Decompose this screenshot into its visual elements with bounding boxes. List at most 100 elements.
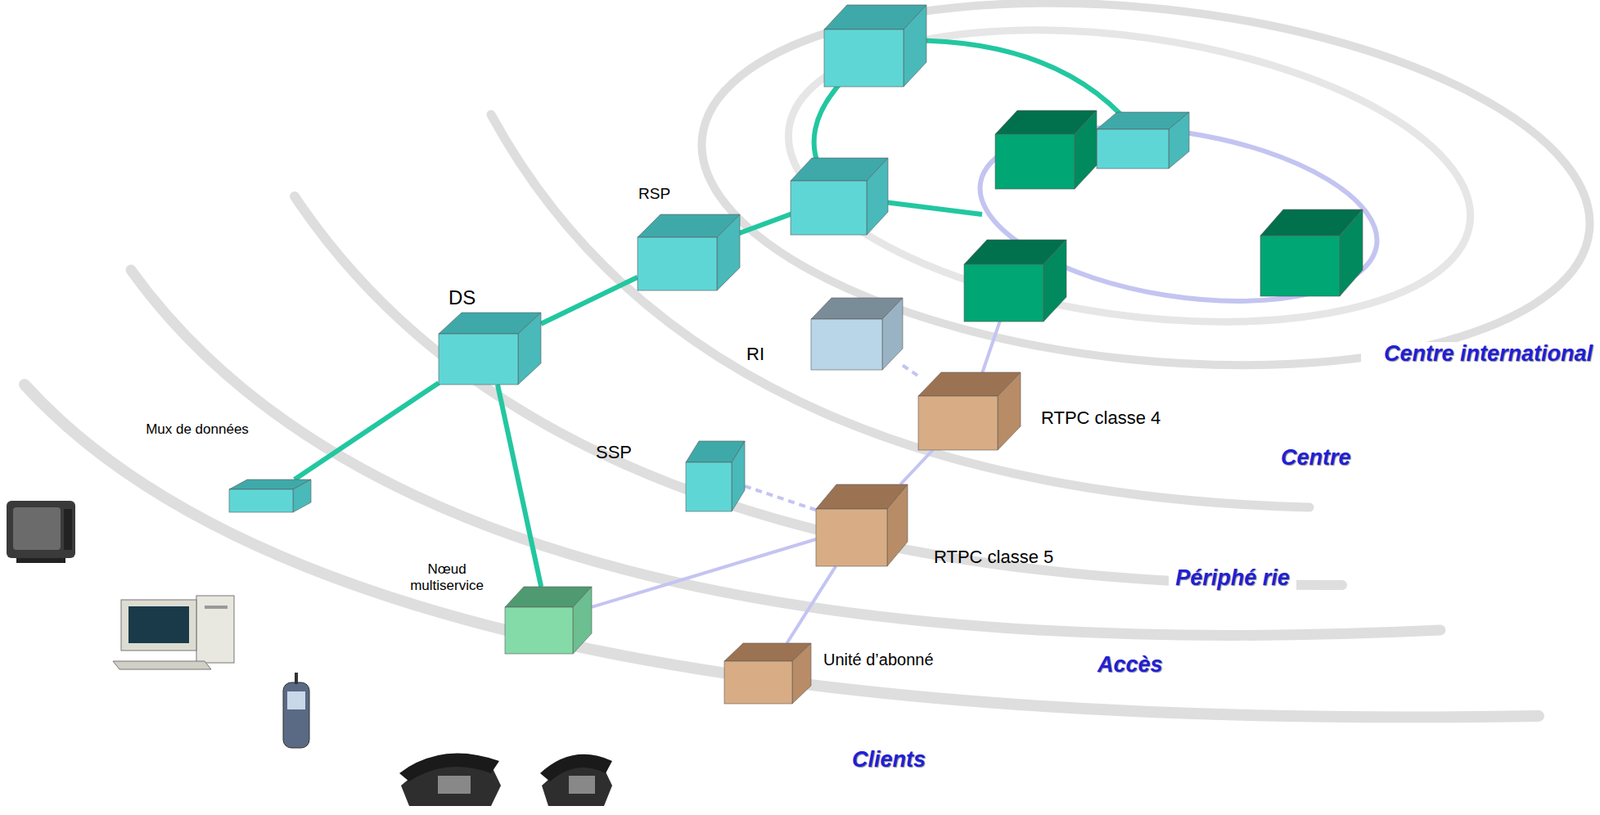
node-label: Nœud multiservice	[389, 561, 505, 594]
network-node: Nœud multiservice	[504, 586, 592, 654]
zone-arc	[294, 196, 1343, 586]
node-label: RI	[746, 343, 765, 365]
core-links	[688, 40, 1390, 410]
box-3d	[1096, 112, 1190, 169]
phone-body	[283, 682, 310, 749]
box-side	[1168, 112, 1190, 169]
box-front	[438, 333, 519, 385]
node-label: Mux de données	[144, 421, 251, 438]
box-side	[1043, 239, 1067, 322]
phone-screen	[287, 691, 306, 710]
box-side	[866, 157, 888, 235]
switch-box	[637, 214, 740, 291]
box-3d	[790, 157, 888, 235]
box-front	[1096, 129, 1169, 169]
box-side	[1339, 209, 1363, 297]
box-side	[882, 297, 903, 370]
desk-phone-icon	[399, 752, 501, 807]
box-front	[724, 661, 793, 704]
client-devices	[6, 500, 613, 807]
network-link	[787, 566, 837, 644]
box-front	[790, 180, 867, 235]
box-side	[292, 479, 311, 513]
box-front	[815, 509, 888, 567]
box-3d	[1260, 209, 1363, 297]
box-front	[824, 29, 904, 87]
box-side	[716, 214, 740, 291]
box-front	[918, 396, 998, 451]
core-switch	[964, 239, 1067, 322]
switch-box	[811, 297, 903, 370]
network-node: RTPC classe 4	[918, 372, 1021, 451]
switch-box	[229, 479, 311, 513]
box-front	[685, 462, 732, 512]
phone-antenna	[294, 672, 298, 685]
box-3d	[504, 586, 592, 654]
network-link	[744, 486, 816, 510]
network-node: RSP	[637, 214, 740, 291]
tv-panel	[63, 509, 73, 550]
box-front	[229, 489, 293, 513]
network-link	[900, 450, 933, 485]
network-node: RTPC classe 5	[815, 484, 908, 567]
core-switch	[824, 4, 927, 87]
box-3d	[637, 214, 740, 291]
computer-screen	[128, 606, 190, 644]
box-front	[964, 264, 1044, 322]
network-node: SSP	[685, 441, 745, 512]
box-front	[637, 237, 717, 291]
box-3d	[724, 643, 812, 704]
computer-icon	[112, 595, 235, 670]
mobile-phone-icon	[283, 672, 310, 749]
box-front	[504, 607, 573, 654]
tv-body	[6, 500, 76, 559]
box-3d	[815, 484, 908, 567]
core-switches	[790, 4, 1363, 322]
switch-box	[918, 372, 1021, 451]
box-3d	[811, 297, 903, 370]
network-link	[591, 539, 816, 608]
computer-drive	[204, 605, 228, 609]
network-node: Unité d’abonné	[724, 643, 812, 704]
box-front	[811, 319, 883, 370]
core-switch	[995, 110, 1097, 190]
network-link	[540, 277, 638, 325]
box-side	[518, 312, 541, 385]
desk-phone-icon	[540, 754, 613, 807]
core-switch	[1260, 209, 1363, 297]
zone-ellipse	[684, 0, 1600, 406]
switch-box	[724, 643, 812, 704]
box-3d	[964, 239, 1067, 322]
node-label: Unité d’abonné	[823, 650, 934, 670]
box-side	[572, 586, 592, 654]
network-link	[497, 384, 541, 587]
phone-keypad	[437, 775, 471, 794]
network-node: RI	[811, 297, 903, 370]
tv-screen	[13, 507, 61, 550]
computer-monitor	[121, 599, 197, 651]
switch-box	[438, 312, 541, 385]
tv-foot	[16, 558, 66, 564]
zone-label: Clients	[849, 748, 929, 773]
zone-arc	[491, 114, 1310, 508]
node-label: RTPC classe 4	[1041, 407, 1161, 429]
computer-keyboard	[112, 661, 212, 670]
box-side	[731, 441, 745, 512]
switch-box	[685, 441, 745, 512]
zone-ellipse	[769, 0, 1489, 362]
core-switch	[1096, 112, 1190, 169]
network-link	[294, 383, 439, 480]
box-3d	[995, 110, 1097, 190]
box-side	[997, 372, 1021, 451]
network-node: Mux de données	[229, 479, 311, 513]
node-label: SSP	[595, 441, 632, 463]
node-label: DS	[448, 286, 476, 310]
network-node: DS	[438, 312, 541, 385]
box-front	[995, 134, 1075, 190]
node-label: RTPC classe 5	[933, 546, 1054, 568]
box-3d	[918, 372, 1021, 451]
box-side	[903, 4, 927, 87]
network-link	[902, 365, 919, 376]
zone-label: Centre	[1278, 446, 1354, 471]
